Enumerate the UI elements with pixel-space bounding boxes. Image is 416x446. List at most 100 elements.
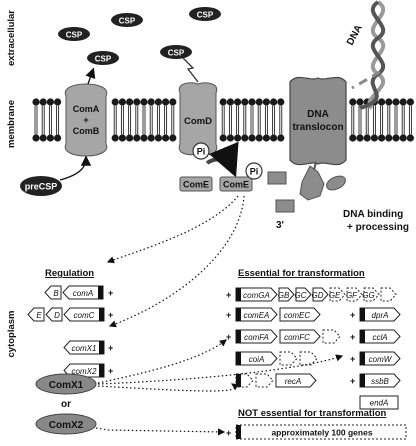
promoter-plus: + [350,332,355,342]
pi-label: Pi [250,167,259,177]
gene-comFC-downstream [322,329,341,344]
pi-label: Pi [197,147,206,157]
gene-recA-upstream [235,373,254,388]
dna-translocon: DNA translocon [289,76,347,166]
gene-coiA: coiA [235,351,278,366]
processing-label: + processing [347,222,409,233]
pi-circle-comE: Pi [245,162,263,180]
gene-cclA: cclA [359,329,401,344]
gene-label: GB [278,291,290,300]
gene-comX1: comX1 [63,340,105,355]
lightning-icon [182,57,199,83]
gene-dprA: dprA [359,307,401,322]
gene-label: D [54,311,60,320]
promoter-plus: + [350,376,355,386]
gene-coiA-downstream-1 [279,351,298,366]
gene-label: comA [73,289,93,298]
gene-label: comC [74,311,95,320]
or-label: or [61,399,71,410]
promoter-plus: + [226,290,231,300]
csp-label: CSP [66,31,83,40]
gene-GE: GE [329,287,346,302]
promoter-plus: + [108,343,113,353]
comE-box-1: ComE [179,176,213,192]
three-prime-label: 3' [276,220,284,231]
gene-label: cclA [372,333,387,342]
csp-oval-5: CSP [160,45,192,59]
region-label-cytoplasm: cytoplasm [6,311,17,358]
gene-label: comFA [244,333,269,342]
promoter-plus: + [226,428,231,438]
pi-circle-comD: Pi [192,142,210,160]
gene-recA: recA [275,373,317,388]
dna-helix [351,0,386,110]
csp-label: CSP [168,49,185,58]
gene-GF: GF [346,287,363,302]
gene-label: GE [329,291,341,300]
plus-label: + [83,115,88,125]
regulation-heading: Regulation [45,268,94,279]
gene-label: comX2 [72,367,97,376]
csp-oval-2: CSP [111,13,143,27]
comE-label: ComE [183,180,209,190]
gene-label: dprA [372,311,389,320]
gene-label: GC [295,291,307,300]
comX2-oval: ComX2 [35,413,97,435]
dna-binding-proteins [267,161,346,213]
translocon-label-line2: translocon [292,122,343,133]
precsp-to-comAB-arrow [59,155,92,181]
gene-comA: comA [62,285,104,300]
precsp-oval: preCSP [20,176,62,196]
gene-GD: GD [312,287,329,302]
promoter-plus: + [108,310,113,320]
gene-label: GD [312,291,324,300]
region-label-membrane: membrane [6,100,17,148]
csp-oval-4: CSP [87,51,119,65]
gene-GB: GB [278,287,295,302]
csp-label: CSP [95,55,112,64]
not-essential-heading: NOT essential for transformation [238,408,387,419]
precsp-label: preCSP [25,182,58,192]
gene-comFC: comFC [279,329,321,344]
gene-label: B [53,289,59,298]
gene-coiA-downstream-2 [299,351,318,366]
gene-ssbB: ssbB [359,373,401,388]
gene-label: GG [362,291,374,300]
promoter-plus: + [108,366,113,376]
comE-label: ComE [223,180,249,190]
nonessential-genes-box: approximately 100 genes [235,424,407,440]
promoter-plus: + [350,354,355,364]
promoter-plus: + [226,310,231,320]
promoter-plus: + [350,310,355,320]
comA-comB-protein: ComA + ComB [64,83,108,157]
gene-B: B [44,285,62,300]
csp-label: CSP [119,17,136,26]
dna-label: DNA [345,23,365,47]
gene-comFA: comFA [235,329,278,344]
gene-label: ssbB [371,377,389,386]
gene-label: comGA [243,291,270,300]
gene-comC: comC [63,307,105,322]
gene-D: D [45,307,63,322]
gene-label: recA [285,377,301,386]
comD-label: ComD [184,116,212,127]
regulatory-arrows [95,195,344,436]
translocon-label-line1: DNA [307,109,329,120]
comA-label: ComA [73,104,100,114]
gene-GG: GG [362,287,380,302]
gene-comW: comW [359,351,401,366]
gene-label: comEC [284,311,310,320]
phospho-transfer-arrow [205,141,239,178]
export-arrow [85,67,96,85]
gene-comGG-dashed [380,287,397,302]
gene-label: GF [346,291,358,300]
csp-oval-3: CSP [189,7,221,21]
gene-label: endA [370,399,389,408]
csp-label: CSP [197,11,214,20]
comB-label: ComB [73,126,100,136]
gene-comGA: comGA [235,287,278,302]
dna-binding-label: DNA binding [343,209,403,220]
gene-E: E [27,307,45,322]
comE-box-2: ComE [219,176,253,192]
